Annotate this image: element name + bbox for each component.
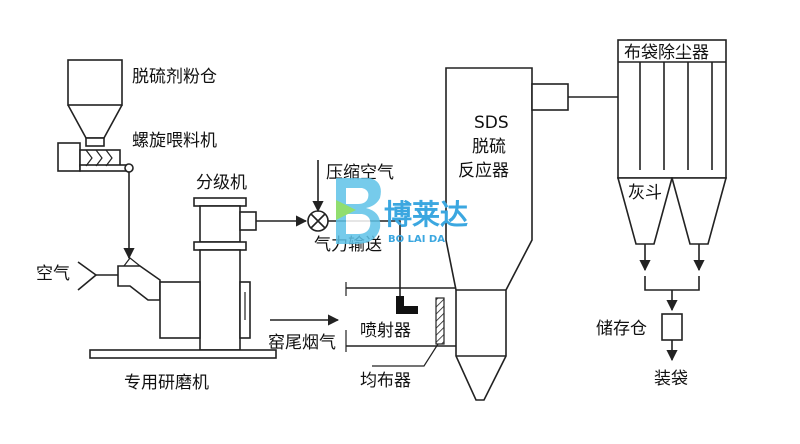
- classifier-label: 分级机: [196, 173, 247, 193]
- screw-feeder: [57, 142, 134, 173]
- screw-feeder-label: 螺旋喂料机: [132, 131, 217, 151]
- air-inlet-label: 空气: [36, 264, 70, 284]
- bagging-label: 装袋: [654, 369, 688, 389]
- distributor-leader: [372, 343, 439, 367]
- ash-collector-line: [644, 276, 700, 291]
- classifier: [193, 197, 257, 251]
- mill: [89, 249, 277, 359]
- distributor-label: 均布器: [360, 371, 411, 391]
- storage-bin: [661, 313, 683, 341]
- ash-hopper-label: 灰斗: [628, 183, 662, 203]
- pneumatic-fan: [307, 210, 329, 232]
- watermark-logo: [336, 178, 381, 244]
- gas-duct: [345, 282, 458, 352]
- reactor-label-2: 脱硫: [472, 137, 506, 157]
- bag-filter: [616, 39, 728, 245]
- injector-label: 喷射器: [360, 321, 411, 341]
- sds-reactor: [445, 67, 569, 401]
- storage-label: 储存仓: [596, 319, 647, 339]
- distributor: [435, 297, 445, 345]
- mill-inlet: [117, 257, 161, 301]
- injector: [396, 296, 418, 314]
- reactor-label-3: 反应器: [458, 161, 509, 181]
- mill-label: 专用研磨机: [124, 373, 209, 393]
- bag-filter-label: 布袋除尘器: [624, 43, 709, 63]
- kiln-gas-label: 窑尾烟气: [268, 333, 336, 353]
- watermark-name: 博莱达: [384, 198, 468, 231]
- reactor-label-1: SDS: [474, 113, 509, 133]
- hopper: [67, 59, 123, 147]
- watermark-latin: BO LAI DA: [388, 234, 445, 245]
- air-inlet-arrow: [77, 261, 98, 291]
- hopper-label: 脱硫剂粉仓: [132, 67, 217, 87]
